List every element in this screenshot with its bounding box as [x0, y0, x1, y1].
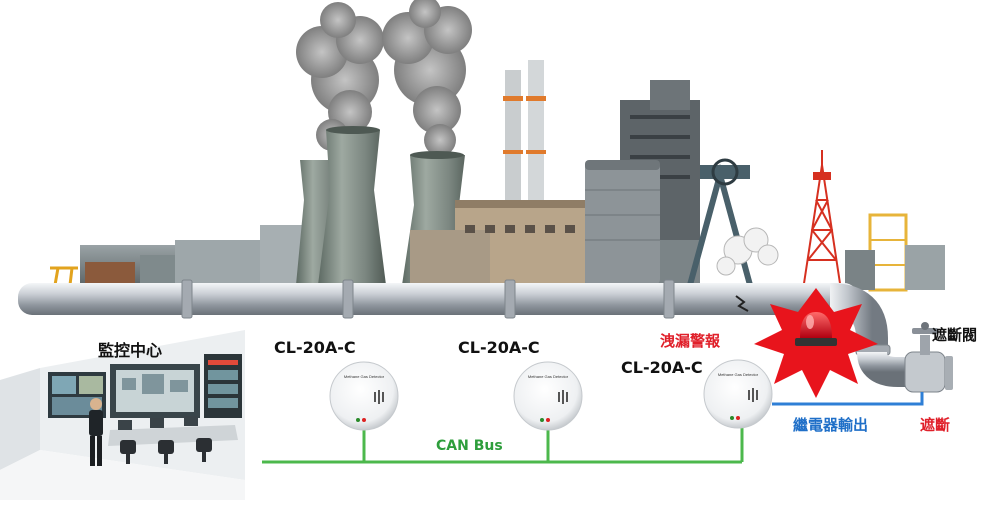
- svg-text:Methane Gas Detector: Methane Gas Detector: [344, 374, 385, 379]
- control-center: [0, 330, 245, 500]
- gas-detector-icon: Methane Gas Detector: [703, 359, 773, 429]
- gas-pipeline: [18, 279, 950, 387]
- device-label-2: CL-20A-C: [458, 338, 540, 357]
- gas-detector-icon: Methane Gas Detector: [513, 361, 583, 431]
- device-label-3: CL-20A-C: [621, 358, 703, 377]
- operator-figure: [89, 398, 103, 466]
- factory-skyline: [50, 0, 945, 292]
- gas-detector-icon: Methane Gas Detector: [329, 361, 399, 431]
- gas-leak-cloud: [716, 227, 779, 276]
- monitor-center-label: 監控中心: [98, 341, 163, 360]
- svg-text:Methane Gas Detector: Methane Gas Detector: [528, 374, 569, 379]
- alarm-beacon-icon: [754, 288, 878, 398]
- shutoff-label: 遮斷: [920, 416, 951, 434]
- svg-text:Methane Gas Detector: Methane Gas Detector: [718, 372, 759, 377]
- relay-output-label: 繼電器輸出: [793, 416, 869, 434]
- smoke-plume-left: [296, 2, 384, 151]
- can-bus-label: CAN Bus: [436, 438, 503, 454]
- relay-line: [772, 392, 924, 406]
- smoke-plume-right: [382, 0, 472, 156]
- device-label-1: CL-20A-C: [274, 338, 356, 357]
- leak-alarm-label: 洩漏警報: [660, 332, 721, 350]
- shutoff-valve-label: 遮斷閥: [932, 326, 978, 344]
- shutoff-valve-icon: [904, 322, 953, 393]
